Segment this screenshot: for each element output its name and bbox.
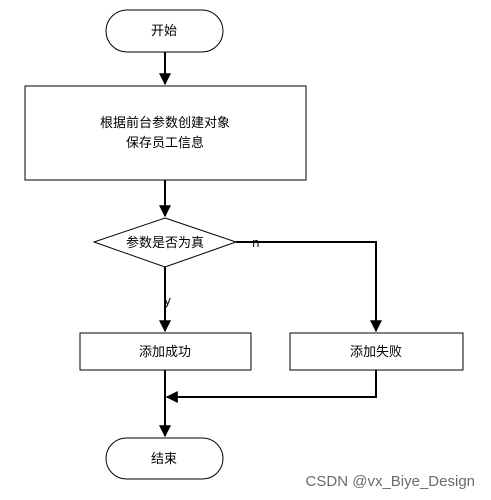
- edge-decision-to-fail: [236, 241, 382, 333]
- process-label-line2: 保存员工信息: [126, 135, 204, 151]
- decision-node: 参数是否为真: [92, 217, 238, 268]
- edge-fail-to-merge: [165, 370, 377, 403]
- process-label-line1: 根据前台参数创建对象: [100, 115, 230, 131]
- add-success-node: 添加成功: [79, 332, 252, 371]
- add-fail-node: 添加失败: [289, 332, 464, 371]
- start-label: 开始: [151, 24, 177, 39]
- end-label: 结束: [151, 452, 177, 467]
- start-node: 开始: [105, 9, 224, 53]
- end-node: 结束: [105, 437, 224, 480]
- no-branch-label: n: [252, 236, 260, 250]
- yes-branch-label: y: [164, 294, 171, 308]
- watermark: CSDN @vx_Biye_Design: [306, 473, 475, 490]
- decision-label: 参数是否为真: [126, 235, 204, 251]
- process-node: 根据前台参数创建对象 保存员工信息: [24, 85, 307, 181]
- add-fail-label: 添加失败: [350, 345, 402, 360]
- add-success-label: 添加成功: [139, 345, 191, 360]
